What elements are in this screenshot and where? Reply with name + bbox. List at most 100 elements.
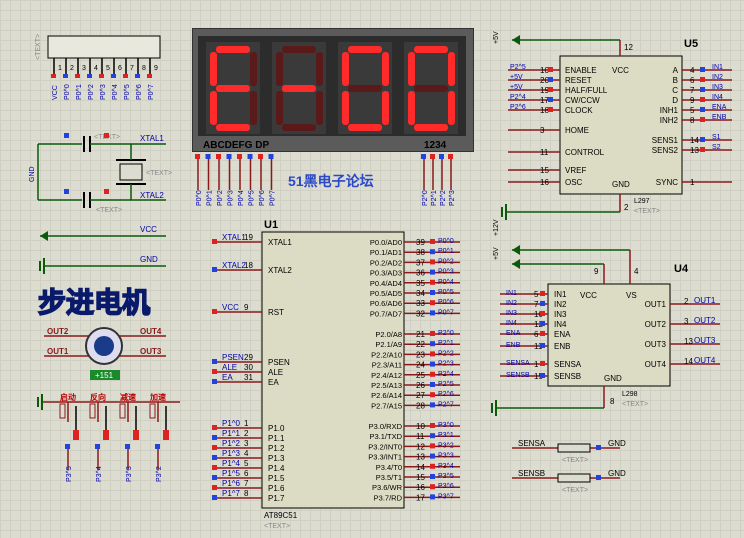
header-pin-label: P0^1 — [76, 84, 83, 100]
u1-pin-net: P2^6 — [438, 391, 454, 398]
u4-pin-net: SENSA — [506, 360, 530, 367]
u5-part: L297 — [634, 198, 650, 205]
u5-tag: <TEXT> — [634, 208, 660, 215]
u1-pin-net: P2^2 — [438, 350, 454, 357]
u4-pin-num: 13 — [684, 337, 693, 346]
button-label: 启动 — [60, 392, 76, 402]
u5-chip[interactable] — [559, 55, 683, 195]
header-pin-num: 6 — [118, 65, 122, 72]
push-button[interactable] — [103, 430, 109, 440]
u5-pin-name: HALF/FULL — [565, 86, 608, 95]
display-pin-label: P0^0 — [196, 190, 203, 206]
u1-pin-num: 16 — [416, 483, 425, 492]
u1-pin-num: 24 — [416, 361, 425, 370]
u1-pin-net: P2^5 — [438, 381, 454, 388]
u1-pin-num: 26 — [416, 381, 425, 390]
u1-pin-num: 23 — [416, 350, 425, 359]
u1-left-pins: 19XTAL1XTAL118XTAL2XTAL29RSTVCC29PSENPSE… — [212, 233, 292, 503]
u1-pin-num: 10 — [416, 422, 425, 431]
push-button[interactable] — [73, 430, 79, 440]
motor-out2-label: OUT2 — [47, 327, 69, 336]
u1-pin-name: P0.3/AD3 — [370, 269, 402, 278]
u1-pin-net: ALE — [222, 363, 237, 372]
u5-pin-name: OSC — [565, 178, 583, 187]
display-pin-label: P0^7 — [270, 190, 277, 206]
button-net-label: P3^4 — [96, 466, 103, 482]
u1-pin-name: P0.0/AD0 — [370, 238, 402, 247]
sense-resistor[interactable] — [557, 443, 591, 453]
u5-pin-num: 19 — [540, 86, 549, 95]
display-pin-label: P0^4 — [238, 190, 245, 206]
header-pin-label: P0^7 — [148, 84, 155, 100]
crystal-tag: <TEXT> — [146, 170, 172, 177]
u1-pin-name: RST — [268, 308, 284, 317]
button-label: 反向 — [90, 392, 106, 402]
display-digit-pin-label: P2^0 — [422, 190, 429, 206]
u5-pin-net: IN4 — [712, 94, 723, 101]
segment-labels: ABCDEFG DP — [203, 140, 269, 151]
u5-vcc-net: +5V — [493, 31, 500, 44]
header-connector[interactable] — [47, 35, 161, 59]
u4-gnd-label: GND — [604, 374, 622, 383]
digit-4 — [404, 42, 458, 134]
sense-resistor[interactable] — [557, 473, 591, 483]
u4-pin-num: 14 — [684, 357, 693, 366]
u1-pin-net: P2^7 — [438, 401, 454, 408]
u1-pin-num: 13 — [416, 453, 425, 462]
u1-pin-num: 22 — [416, 340, 425, 349]
u4-5v-net: +5V — [493, 247, 500, 260]
u5-pin-num: 16 — [540, 178, 549, 187]
u5-pin-name: CW/CCW — [565, 96, 600, 105]
display-pin-label: P0^6 — [259, 190, 266, 206]
u5-pin-num: 6 — [690, 76, 695, 85]
motor-out1-label: OUT1 — [47, 347, 69, 356]
header-pin-label: P0^4 — [112, 84, 119, 100]
u5-pin-net: ENA — [712, 104, 727, 111]
u1-pin-net: P2^0 — [438, 330, 454, 337]
u1-pin-num: 4 — [244, 449, 249, 458]
u1-pin-name: EA — [268, 378, 279, 387]
u4-pin-name: IN2 — [554, 300, 567, 309]
header-pin-label: P0^5 — [124, 84, 131, 100]
u1-pin-net: P2^3 — [438, 361, 454, 368]
display-pin-label: P0^3 — [228, 190, 235, 206]
button-net-label: P3^3 — [126, 466, 133, 482]
u4-pin-name: OUT4 — [645, 360, 667, 369]
u1-pin-net: P0^7 — [438, 309, 454, 316]
u1-chip[interactable] — [261, 231, 405, 509]
u4-pin-net: ENA — [506, 330, 521, 337]
header-pin-label: P0^3 — [100, 84, 107, 100]
u4-ref: U4 — [674, 263, 689, 275]
u4-pin-net: IN4 — [506, 320, 517, 327]
u1-pin-net: P3^5 — [438, 473, 454, 480]
u1-pin-net: P3^7 — [438, 493, 454, 500]
u1-pin-net: P0^3 — [438, 269, 454, 276]
u1-pin-net: P3^2 — [438, 442, 454, 449]
push-button[interactable] — [133, 430, 139, 440]
u4-pin-num: 10 — [534, 310, 543, 319]
u4-pin-net: OUT2 — [694, 316, 716, 325]
u4-pin-num: 11 — [534, 342, 543, 351]
header-pin-num: 1 — [58, 65, 62, 72]
u1-pin-net: VCC — [222, 303, 239, 312]
display-pin-label: P0^1 — [207, 190, 214, 206]
u5-pin-net: IN3 — [712, 84, 723, 91]
motor-out3-label: OUT3 — [140, 347, 162, 356]
u5-pin-name: RESET — [565, 76, 592, 85]
u1-pin-name: XTAL2 — [268, 266, 292, 275]
u5-pin-num: 10 — [540, 66, 549, 75]
header-pin-num: 7 — [130, 65, 134, 72]
u5-pin-num: 13 — [690, 146, 699, 155]
display-digit-pin-label: P2^2 — [440, 190, 447, 206]
u1-pin-net: XTAL2 — [222, 261, 246, 270]
gnd-rail-label: GND — [140, 255, 158, 264]
u5-pin-num: 17 — [540, 96, 549, 105]
u1-pin-net: P3^1 — [438, 432, 454, 439]
push-button[interactable] — [163, 430, 169, 440]
u5-pin-num: 14 — [690, 136, 699, 145]
u5-pin-name: ENABLE — [565, 66, 597, 75]
u4-chip[interactable] — [547, 283, 671, 387]
u1-pin-name: P0.2/AD2 — [370, 258, 402, 267]
resistor-net: SENSB — [518, 469, 545, 478]
